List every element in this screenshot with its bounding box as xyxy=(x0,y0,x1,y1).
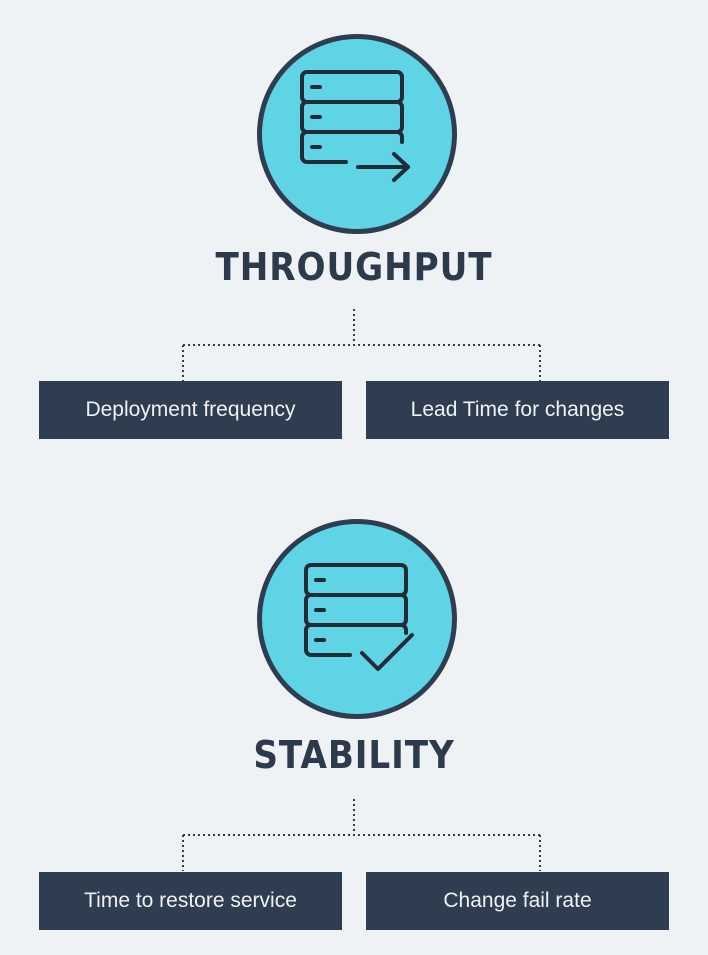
metric-time-to-restore-service: Time to restore service xyxy=(39,872,342,930)
throughput-title: THROUGHPUT xyxy=(215,245,493,289)
server-check-icon xyxy=(257,519,457,719)
metric-lead-time-for-changes: Lead Time for changes xyxy=(366,381,669,439)
stability-title: STABILITY xyxy=(253,733,455,777)
server-arrow-icon xyxy=(257,34,457,234)
metric-change-fail-rate: Change fail rate xyxy=(366,872,669,930)
stability-icon xyxy=(254,515,464,725)
metric-deployment-frequency: Deployment frequency xyxy=(39,381,342,439)
throughput-icon xyxy=(254,30,464,240)
throughput-connector xyxy=(182,309,541,381)
stability-connector xyxy=(182,799,541,871)
